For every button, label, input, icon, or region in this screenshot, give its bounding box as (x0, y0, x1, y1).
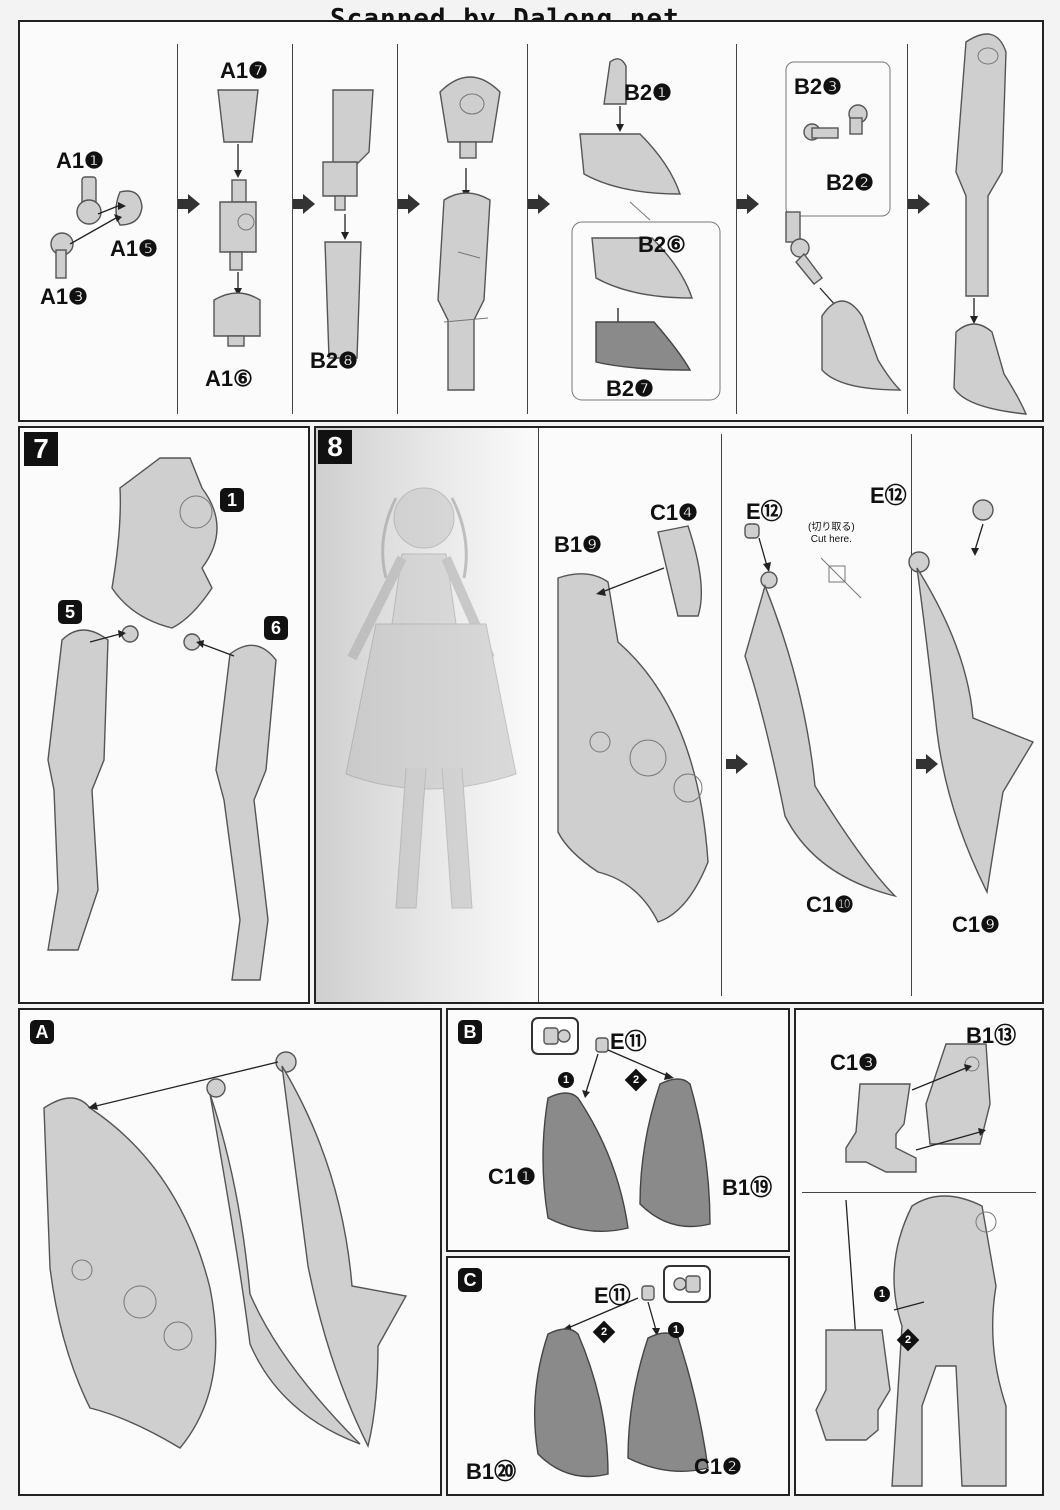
side-armor-c-art (533, 1265, 711, 1478)
sub-step-a-panel: A (18, 1008, 442, 1496)
part-label: B2⑥ (638, 232, 686, 257)
part-label: B2❼ (606, 376, 654, 401)
part-number-badge: 5 (58, 600, 82, 624)
skirt-blade-art (744, 523, 898, 898)
part-label: A1❸ (40, 284, 88, 309)
part-label: A1⑥ (205, 366, 253, 391)
top-row-panel: A1❶ A1❺ A1❸ A1❼ A1⑥ B2❽ (18, 20, 1044, 422)
order-number: 1 (668, 1322, 684, 1338)
part-label: A1❺ (110, 236, 158, 261)
divider (527, 44, 528, 414)
part-label: C1❸ (830, 1050, 878, 1075)
knee-shin-art (322, 89, 374, 359)
sub-step-badge: B (458, 1020, 482, 1044)
part-label: C1❶ (488, 1164, 536, 1189)
order-number: 1 (874, 1286, 890, 1302)
rear-armor-panel: C1❸ B1⑬ 1 2 (794, 1008, 1044, 1496)
step7-panel: 7 1 5 6 (18, 426, 310, 1004)
part-label: B2❸ (794, 74, 842, 99)
divider (907, 44, 908, 414)
side-armor-b-art (531, 1017, 711, 1232)
part-label: E⑪ (594, 1283, 631, 1308)
divider (721, 434, 722, 996)
legs-to-torso-art (47, 457, 277, 981)
divider (911, 434, 912, 996)
sub-step-badge: C (458, 1268, 482, 1292)
step-arrow (293, 194, 315, 214)
rear-armor-art (815, 1043, 1007, 1487)
skirt-assembly-art (43, 1051, 408, 1449)
step-arrow (398, 194, 420, 214)
step-arrow (528, 194, 550, 214)
skirt-plate-art (557, 525, 709, 923)
divider (802, 1192, 1036, 1193)
ankle-shoe-art (785, 61, 902, 391)
step-arrow (737, 194, 759, 214)
shoe-assembly-art (571, 58, 721, 401)
step-arrow (916, 754, 938, 774)
figure-overview-art (345, 487, 517, 909)
step-arrow (908, 194, 930, 214)
part-label: E⑪ (610, 1029, 647, 1054)
finished-blade-art (908, 499, 1035, 895)
part-label: B2❽ (310, 348, 358, 373)
part-label: E⑫ (746, 499, 783, 524)
part-label: A1❶ (56, 148, 104, 173)
sub-step-badge: A (30, 1020, 54, 1044)
part-label: B2❶ (624, 80, 672, 105)
hip-joint-art (50, 176, 143, 279)
sub-step-b-panel: B E⑪ 1 2 C1❶ B1⑲ (446, 1008, 790, 1252)
part-label: B1⑳ (466, 1459, 517, 1484)
step8-panel: 8 B1❾ C1❹ E⑫ (切り取る) Cut here. C1❿ (314, 426, 1044, 1004)
part-label: E⑫ (870, 483, 907, 508)
part-number-badge: 1 (220, 488, 244, 512)
lower-leg-complete-art (953, 33, 1028, 415)
sub-step-c-panel: C E⑪ 2 1 B1⑳ C1❷ (446, 1256, 790, 1496)
divider (292, 44, 293, 414)
upper-leg-art (437, 76, 501, 391)
part-label: C1❾ (952, 912, 1000, 937)
divider (736, 44, 737, 414)
part-label: C1❿ (806, 892, 854, 917)
cut-here-note: (切り取る) Cut here. (808, 522, 855, 545)
divider (397, 44, 398, 414)
part-label: C1❷ (694, 1454, 742, 1479)
divider (177, 44, 178, 414)
part-label: B1❾ (554, 532, 602, 557)
part-label: C1❹ (650, 500, 698, 525)
step-arrow (726, 754, 748, 774)
part-label: A1❼ (220, 58, 268, 83)
order-number: 1 (558, 1072, 574, 1088)
step-arrow (178, 194, 200, 214)
part-label: B1⑲ (722, 1175, 773, 1200)
step-number: 7 (24, 432, 58, 466)
step-number: 8 (318, 430, 352, 464)
thigh-assembly-art (213, 89, 261, 347)
part-label: B2❷ (826, 170, 874, 195)
part-number-badge: 6 (264, 616, 288, 640)
divider (538, 428, 539, 1002)
part-label: B1⑬ (966, 1023, 1017, 1048)
